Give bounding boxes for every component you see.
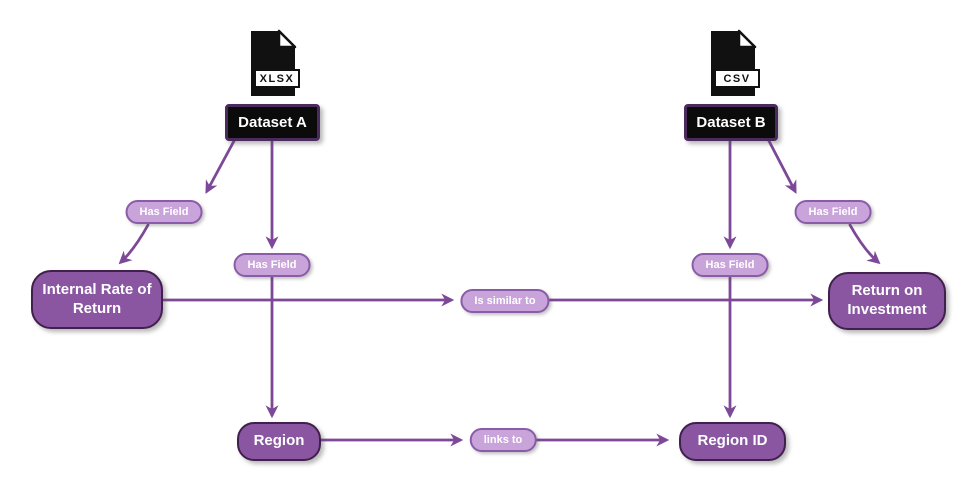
edge-label-has-field-a-region: Has Field — [233, 253, 311, 277]
csv-file-icon: CSV — [708, 28, 760, 99]
edge-dataset-a-to-has-field-irr — [205, 139, 236, 194]
edge-label-has-field-b-region-id: Has Field — [691, 253, 769, 277]
xlsx-file-icon: XLSX — [248, 28, 300, 99]
node-internal-rate-of-return: Internal Rate of Return — [31, 270, 163, 329]
node-dataset-b: Dataset B — [684, 104, 778, 141]
node-region-id: Region ID — [679, 422, 786, 461]
node-dataset-a: Dataset A — [225, 104, 320, 141]
edge-label-has-field-a-irr: Has Field — [125, 200, 203, 224]
edge-label-links-to: links to — [469, 428, 537, 452]
node-region: Region — [237, 422, 321, 461]
edge-has-field-to-roi — [848, 223, 881, 265]
edge-label-is-similar-to: Is similar to — [460, 289, 550, 313]
file-type-badge-xlsx: XLSX — [254, 69, 300, 88]
edge-label-has-field-b-roi: Has Field — [794, 200, 872, 224]
node-return-on-investment: Return on Investment — [828, 272, 946, 330]
edge-has-field-to-irr — [118, 223, 150, 265]
document-icon — [251, 29, 297, 96]
edge-dataset-b-to-has-field-roi — [767, 139, 797, 194]
file-type-badge-csv: CSV — [714, 69, 760, 88]
document-icon — [711, 29, 757, 96]
